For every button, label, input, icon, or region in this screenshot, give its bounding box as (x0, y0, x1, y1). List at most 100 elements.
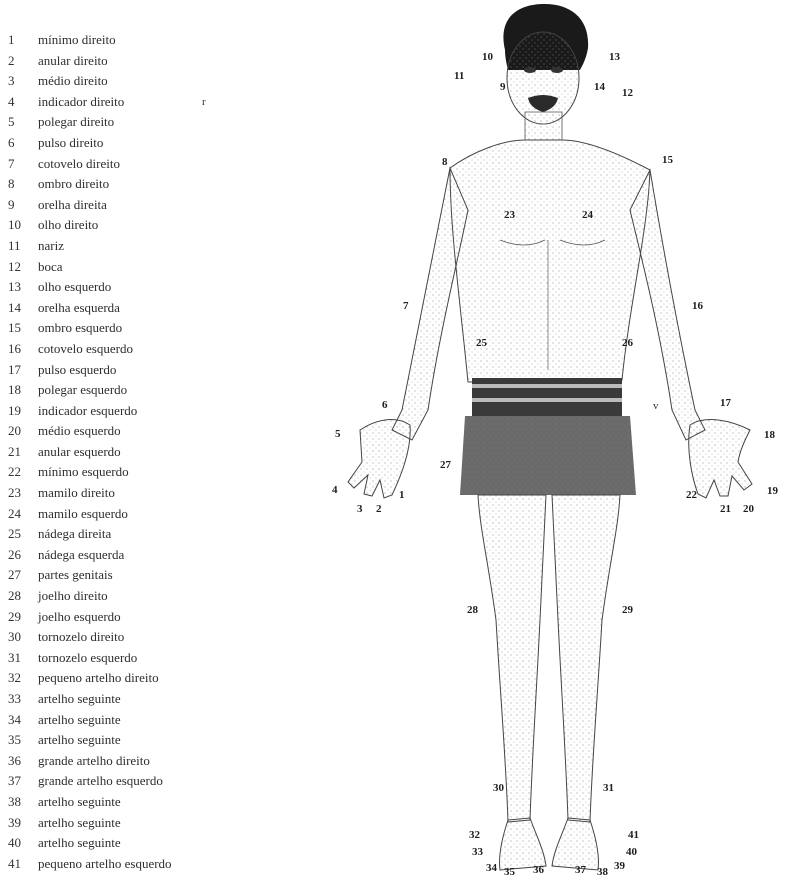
figure-label-2: 2 (376, 503, 382, 515)
legend-number: 35 (4, 730, 38, 751)
legend-label: indicador esquerdo (38, 403, 137, 418)
figure-label-32: 32 (469, 829, 480, 841)
legend-label: boca (38, 259, 63, 274)
figure-label-20: 20 (743, 503, 754, 515)
legend-label: mínimo direito (38, 32, 116, 47)
legend-number: 17 (4, 360, 38, 381)
legend-number: 39 (4, 813, 38, 834)
legend-label: grande artelho direito (38, 753, 150, 768)
legend-number: 38 (4, 792, 38, 813)
legend-label: pulso direito (38, 135, 103, 150)
legend-number: 4 (4, 92, 38, 113)
legend-number: 24 (4, 504, 38, 525)
legend-number: 34 (4, 710, 38, 731)
figure-label-34: 34 (486, 862, 497, 874)
right-leg (478, 495, 546, 822)
legend-number: 29 (4, 607, 38, 628)
legend-label: anular esquerdo (38, 444, 121, 459)
legend-label: anular direito (38, 53, 108, 68)
figure-label-8: 8 (442, 156, 448, 168)
legend-number: 25 (4, 524, 38, 545)
legend-label: artelho seguinte (38, 691, 121, 706)
legend-number: 10 (4, 215, 38, 236)
legend-label: mínimo esquerdo (38, 464, 129, 479)
figure-label-11: 11 (454, 70, 464, 82)
left-hand (689, 420, 752, 498)
legend-label: artelho seguinte (38, 835, 121, 850)
legend-label: médio direito (38, 73, 108, 88)
legend-number: 37 (4, 771, 38, 792)
legend-label: joelho direito (38, 588, 108, 603)
figure-label-9: 9 (500, 81, 506, 93)
figure-label-37: 37 (575, 864, 586, 876)
legend-label: ombro direito (38, 176, 109, 191)
legend-label: pequeno artelho direito (38, 670, 159, 685)
legend-number: 22 (4, 462, 38, 483)
figure-label-28: 28 (467, 604, 478, 616)
figure-label-30: 30 (493, 782, 504, 794)
legend-label: orelha direita (38, 197, 107, 212)
figure-label-38: 38 (597, 866, 608, 878)
legend-number: 12 (4, 257, 38, 278)
figure-label-18: 18 (764, 429, 775, 441)
legend-number: 40 (4, 833, 38, 854)
figure-label-19: 19 (767, 485, 778, 497)
legend-number: 33 (4, 689, 38, 710)
legend-number: 36 (4, 751, 38, 772)
legend-label: pulso esquerdo (38, 362, 116, 377)
legend-label: médio esquerdo (38, 423, 121, 438)
legend-label: cotovelo esquerdo (38, 341, 133, 356)
figure-label-36: 36 (533, 864, 544, 876)
figure-label-3: 3 (357, 503, 363, 515)
figure-label-16: 16 (692, 300, 703, 312)
figure-label-22: 22 (686, 489, 697, 501)
legend-number: 3 (4, 71, 38, 92)
legend-label: nádega esquerda (38, 547, 124, 562)
figure-label-10: 10 (482, 51, 493, 63)
legend-number: 8 (4, 174, 38, 195)
figure-label-39: 39 (614, 860, 625, 872)
figure-label-27: 27 (440, 459, 451, 471)
figure-label-31: 31 (603, 782, 614, 794)
legend-number: 30 (4, 627, 38, 648)
figure-label-25: 25 (476, 337, 487, 349)
legend-number: 13 (4, 277, 38, 298)
legend-number: 14 (4, 298, 38, 319)
legend-label: grande artelho esquerdo (38, 773, 163, 788)
left-foot (552, 818, 599, 870)
legend-label: olho esquerdo (38, 279, 111, 294)
figure-label-14: 14 (594, 81, 605, 93)
legend-label: tornozelo direito (38, 629, 124, 644)
legend-label: pequeno artelho esquerdo (38, 856, 172, 871)
legend-label: joelho esquerdo (38, 609, 121, 624)
legend-number: 1 (4, 30, 38, 51)
legend-number: 11 (4, 236, 38, 257)
